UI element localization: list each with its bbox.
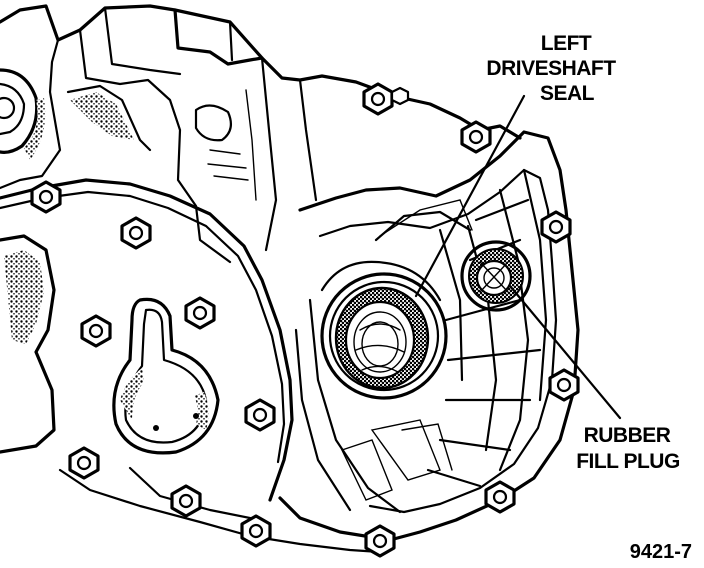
seal-leader-line	[414, 94, 526, 298]
bolt	[540, 210, 572, 244]
bolt	[184, 296, 216, 330]
bolt	[484, 480, 516, 514]
upper-housing	[0, 4, 522, 264]
figure-number: 9421-7	[630, 541, 692, 563]
bolt	[80, 314, 112, 348]
bolt	[390, 86, 410, 106]
bolt	[548, 368, 580, 402]
bolt	[362, 82, 394, 116]
bolt	[68, 446, 100, 480]
seal-label-line-3: SEAL	[540, 82, 595, 105]
bolt	[244, 398, 276, 432]
bolt	[30, 180, 62, 214]
bolt	[120, 216, 152, 250]
seal-label-line-1: LEFT	[541, 32, 592, 55]
bolt	[364, 524, 396, 558]
driveshaft-seal	[320, 260, 448, 400]
plug-callout: RUBBER FILL PLUG	[576, 424, 680, 473]
bolt	[240, 514, 272, 548]
seal-label-line-2: DRIVESHAFT	[486, 57, 616, 80]
plug-label-line-1: RUBBER	[584, 424, 671, 447]
left-bearing	[0, 68, 46, 160]
bolt	[170, 484, 202, 518]
plug-label-line-2: FILL PLUG	[576, 450, 680, 473]
bolt-set	[30, 82, 580, 558]
seal-callout: LEFT DRIVESHAFT SEAL	[486, 32, 616, 105]
end-cover	[278, 130, 580, 542]
lower-case	[0, 178, 382, 554]
plug-leader-line	[508, 284, 622, 420]
bolt	[460, 120, 492, 154]
fill-plug	[460, 240, 532, 312]
leader-lines	[414, 94, 622, 420]
